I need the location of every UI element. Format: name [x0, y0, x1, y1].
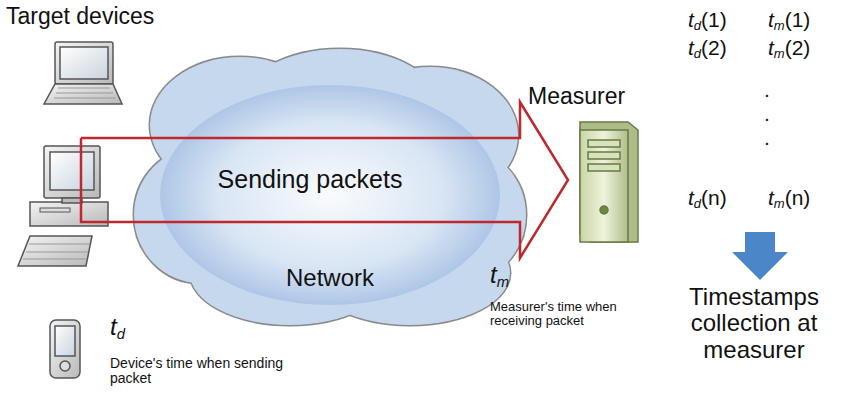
network-cloud: Sending packetsNetwork [130, 45, 530, 330]
table-cell: td(2) [688, 36, 758, 62]
server-icon [580, 122, 638, 242]
heading: Target devices [6, 4, 206, 29]
table-cell: tm(1) [768, 8, 838, 34]
ellipsis-dot: . [764, 102, 784, 125]
ellipsis-dot: . [764, 126, 784, 149]
time-symbol: td [110, 314, 150, 342]
part-name: Measurer [528, 84, 648, 109]
note: Device's time when sending packet [110, 356, 290, 387]
packet-arrow: Sending packets [80, 100, 570, 260]
note: Measurer's time when receiving packet [490, 300, 650, 329]
caption-text: Timestamps collection at measurer [668, 284, 840, 363]
table-cell: tm(n) [768, 186, 838, 212]
ellipsis-dot: . [764, 78, 784, 101]
pda-icon [50, 320, 80, 378]
down-arrow [732, 232, 788, 280]
desktop-icon [18, 146, 108, 266]
table-cell: td(1) [688, 8, 758, 34]
table-cell: tm(2) [768, 36, 838, 62]
node-label: Sending packets [160, 166, 460, 194]
laptop-icon [44, 42, 122, 104]
table-cell: td(n) [688, 186, 758, 212]
node-label: Network [230, 265, 430, 291]
time-symbol: tm [490, 262, 530, 290]
